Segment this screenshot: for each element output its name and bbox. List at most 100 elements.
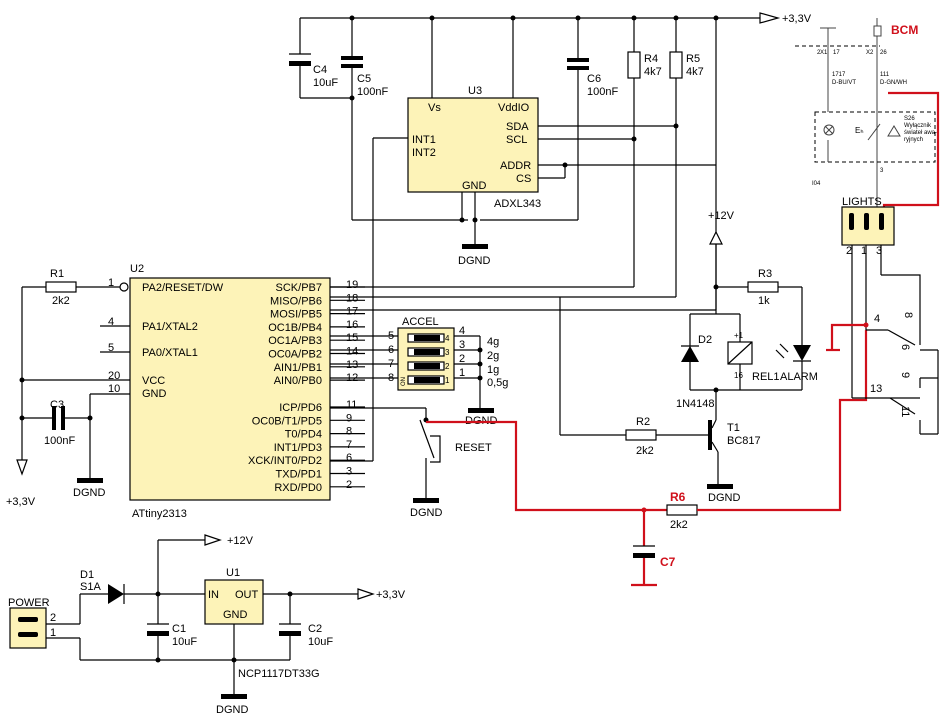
u3-pin-addr: ADDR [500, 160, 531, 172]
u2-right-pin-name: XCK/INT0/PD2 [248, 455, 322, 467]
bcm-label: BCM [891, 23, 918, 37]
u3-pin-gnd: GND [462, 180, 487, 192]
supply-12v-label: +12V [227, 535, 254, 547]
u2-right-pin-name: ICP/PD6 [279, 402, 322, 414]
c1-ref: C1 [172, 623, 186, 635]
accel-right-1: 1 [459, 367, 465, 379]
u1-in: IN [208, 589, 219, 601]
t1-ref: T1 [727, 422, 740, 434]
c7-ref: C7 [660, 555, 676, 569]
accel-on-label: ON [401, 377, 407, 386]
t1-gnd-label: DGND [708, 492, 740, 504]
u2-right-pin-num: 6 [346, 452, 352, 464]
u2-right-pin-name: OC0B/T1/PD5 [252, 415, 322, 427]
u2-left-pin-name: GND [142, 388, 167, 400]
c6-ref: C6 [587, 73, 601, 85]
u2-right-pin-num: 7 [346, 439, 352, 451]
u2-right-pin-num: 17 [346, 306, 358, 318]
u2-right-pin-name: MISO/PB6 [270, 295, 322, 307]
rel1-pin-plus: +1 [734, 331, 744, 340]
c3-ref: C3 [50, 399, 64, 411]
u2-right-pin-name: AIN0/PB0 [274, 375, 322, 387]
accel-right-3: 3 [459, 339, 465, 351]
accel-right-4: 4 [459, 325, 465, 337]
rel1-pin-16: 16 [734, 371, 743, 380]
bcm-wire1-num: 1717 [832, 72, 846, 78]
u1-gnd: GND [223, 609, 248, 621]
lights-pin-3: 3 [876, 245, 882, 257]
accel-left-7: 7 [388, 358, 394, 370]
left-rail-label: +3,3V [6, 496, 36, 508]
u2-left-pin-num: 5 [108, 342, 114, 354]
top-labels: +3,3V C4 10uF C5 100nF C6 100nF R4 4k7 R… [313, 13, 812, 267]
u3-pin-int2: INT2 [412, 147, 436, 159]
accel-range-2g: 2g [487, 350, 499, 362]
u2-right-pin-num: 13 [346, 359, 358, 371]
c3-value: 100nF [44, 435, 75, 447]
bcm-bottom-num: 3 [880, 168, 884, 174]
contact-4: 4 [874, 313, 880, 325]
u2-right-pin-num: 14 [346, 346, 358, 358]
u3-pin-cs: CS [516, 173, 531, 185]
u3-pin-scl: SCL [506, 134, 527, 146]
power-pin-1: 1 [50, 627, 56, 639]
u2-right-pin-name: MOSI/PB5 [270, 309, 322, 321]
u2-left-wiring: R1 2k2 C3 100nF +3,3V DGND [6, 268, 130, 508]
c1-value: 10uF [172, 636, 197, 648]
bcm-wire2-num: 111 [880, 72, 890, 78]
r5-ref: R5 [686, 53, 700, 65]
u2-left-pin-num: 1 [108, 277, 114, 289]
accel-inner-1: 1 [445, 376, 450, 385]
top-rail-label: +3,3V [782, 13, 812, 25]
u3-pin-vddio: VddIO [498, 102, 530, 114]
c6-value: 100nF [587, 86, 618, 98]
relay-contacts: 4 8 6 9 13 11 [826, 312, 939, 435]
power-pin-2: 2 [50, 612, 56, 624]
u2-right-pin-name: RXD/PD0 [274, 482, 322, 494]
supply-33v-label: +3,3V [376, 589, 406, 601]
u2-left-pin-name: VCC [142, 375, 165, 387]
r1-ref: R1 [50, 268, 64, 280]
bcm-switch-desc-1: Wyłącznik [904, 123, 932, 129]
bcm-section: BCM 2 X1 17 X2 26 1717 D-BU/VT 111 D-GN/… [795, 18, 940, 226]
bcm-x1: X1 [820, 50, 828, 56]
accel-right-2: 2 [459, 353, 465, 365]
u2-gnd-label: DGND [73, 487, 105, 499]
u1-part: NCP1117DT33G [238, 668, 320, 680]
r2-value: 2k2 [636, 445, 654, 457]
u2-left-pins: PA2/RESET/DW1PA1/XTAL24PA0/XTAL15VCC20GN… [108, 277, 224, 400]
accel-title: ACCEL [402, 316, 439, 328]
accel-inner-3: 3 [445, 348, 450, 357]
bcm-x2: X2 [866, 50, 874, 56]
bcm-switch-ref: S26 [904, 116, 915, 122]
accel-range-4g: 4g [487, 336, 499, 348]
r6-ref: R6 [670, 490, 686, 504]
bcm-left-pin: 2 [817, 50, 821, 56]
accel-range-05g: 0,5g [487, 377, 508, 389]
u2-right-pin-num: 16 [346, 319, 358, 331]
lights-label: LIGHTS [842, 196, 882, 208]
power-supply: POWER 2 1 D1 S1A +12V C1 10uF U1 IN OUT … [8, 534, 406, 716]
u2-right-pin-name: OC1B/PB4 [268, 322, 322, 334]
d2-ref: D2 [698, 334, 712, 346]
lights-pin-2: 2 [846, 245, 852, 257]
bcm-ev-symbol: Eₕ [855, 126, 864, 135]
u3-part: ADXL343 [494, 198, 541, 210]
c4-ref: C4 [313, 64, 327, 76]
u2-right-pin-num: 9 [346, 412, 352, 424]
alarm-label: ALARM [780, 371, 818, 383]
accel-inner-2: 2 [445, 362, 450, 371]
u2-left-pin-num: 4 [108, 316, 114, 328]
d1-value: S1A [80, 581, 101, 593]
t1-value: BC817 [727, 435, 761, 447]
u3-ref: U3 [468, 85, 482, 97]
u2-right-pin-name: INT1/PD3 [274, 442, 322, 454]
c2-ref: C2 [308, 623, 322, 635]
d1-ref: D1 [80, 569, 94, 581]
d2-value: 1N4148 [676, 398, 715, 410]
u2-right-pin-num: 18 [346, 292, 358, 304]
r1-value: 2k2 [52, 295, 70, 307]
contact-6: 6 [899, 344, 911, 350]
bcm-wire1-color: D-BU/VT [832, 80, 856, 86]
